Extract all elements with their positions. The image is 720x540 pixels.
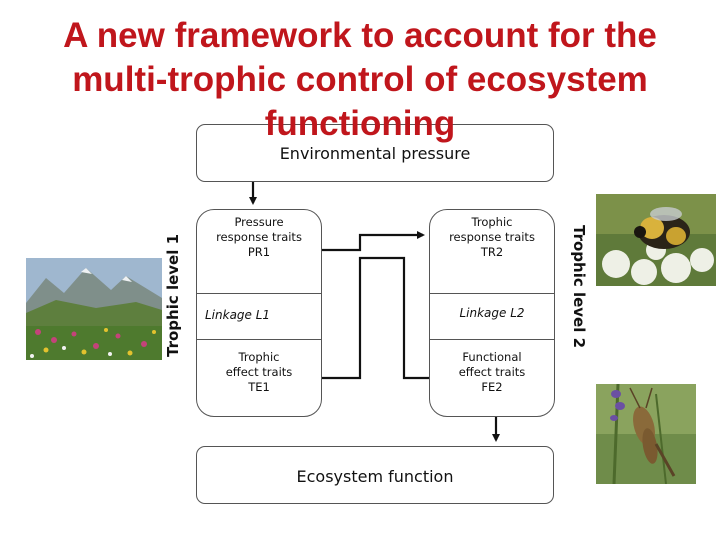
column-2-divider-bottom <box>430 339 554 340</box>
mountain-meadow-photo <box>26 258 162 360</box>
trophic-response-traits-label: Trophic response traits TR2 <box>449 215 535 259</box>
functional-effect-traits-label: Functional effect traits FE2 <box>458 350 526 394</box>
trophic-effect-traits-label: Trophic effect traits TE1 <box>225 350 293 394</box>
ecosystem-function-box: Ecosystem function <box>196 446 554 504</box>
pressure-response-traits-label: Pressure response traits PR1 <box>216 215 302 259</box>
column-1-divider-bottom <box>197 339 321 340</box>
page-title: A new framework to account for the multi… <box>63 16 657 143</box>
column-1-divider-top <box>197 293 321 294</box>
ecosystem-function-label: Ecosystem function <box>296 467 454 486</box>
grasshopper-on-plant-photo <box>596 384 696 484</box>
trophic-level-1-column: Pressure response traits PR1 Linkage L1 … <box>196 209 322 417</box>
environmental-pressure-label: Environmental pressure <box>279 144 471 163</box>
column-2-divider-top <box>430 293 554 294</box>
linkage-l2-label: Linkage L2 <box>459 306 525 320</box>
arrow-te1-to-fe2 <box>322 256 429 380</box>
trophic-level-2-column: Trophic response traits TR2 Linkage L2 F… <box>429 209 555 417</box>
linkage-l1-label: Linkage L1 <box>205 308 271 322</box>
bumblebee-on-flowers-photo <box>596 194 716 286</box>
environmental-pressure-box: Environmental pressure <box>196 124 554 182</box>
arrow-pr1-to-tr2 <box>322 231 425 252</box>
